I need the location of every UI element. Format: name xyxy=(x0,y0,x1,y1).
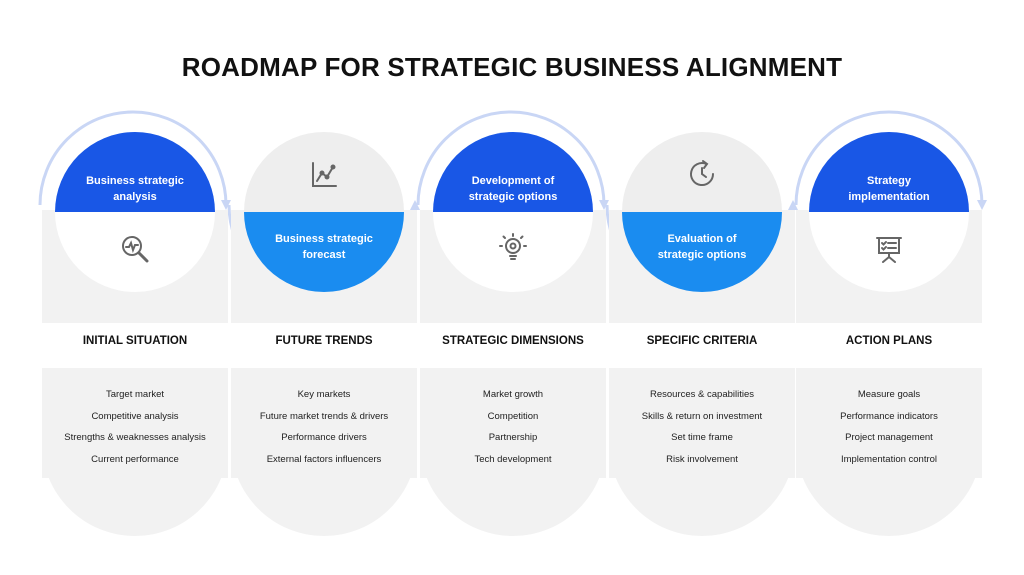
step-initial-situation: Business strategic analysis INITIAL SITU… xyxy=(42,120,228,540)
list-item: Competition xyxy=(487,410,539,422)
step-label-line1: Business strategic xyxy=(275,233,373,245)
icon-circle xyxy=(622,132,782,212)
category-label: ACTION PLANS xyxy=(845,335,933,347)
step-strategic-dimensions: Development of strategic options STRATEG… xyxy=(420,120,606,540)
page-title: ROADMAP FOR STRATEGIC BUSINESS ALIGNMENT xyxy=(181,52,843,82)
list-item: Skills & return on investment xyxy=(641,410,763,422)
items-panel-arc xyxy=(231,383,417,536)
item-list: Key markets Future market trends & drive… xyxy=(231,388,417,474)
list-item: Project management xyxy=(845,432,933,443)
step-label-line1: Business strategic xyxy=(86,175,184,187)
list-item: Current performance xyxy=(91,453,179,465)
list-item: Implementation control xyxy=(840,453,938,465)
step-label-line2: strategic options xyxy=(657,249,747,261)
items-panel-arc xyxy=(420,383,606,536)
items-panel-arc xyxy=(609,383,795,536)
list-item: Market growth xyxy=(482,389,544,400)
list-item: Risk involvement xyxy=(666,453,738,465)
list-item: Partnership xyxy=(488,432,538,443)
step-label-line1: Development of xyxy=(471,175,555,187)
step-future-trends: Business strategic forecast FUTURE TREND… xyxy=(231,120,417,540)
category-label: STRATEGIC DIMENSIONS xyxy=(442,335,584,347)
icon-circle xyxy=(244,132,404,212)
list-item: Set time frame xyxy=(671,432,733,443)
list-item: Resources & capabilities xyxy=(649,389,755,400)
item-list: Measure goals Performance indicators Pro… xyxy=(796,388,982,474)
step-label-shape: Strategy implementation xyxy=(809,132,969,212)
presentation-board-icon xyxy=(873,233,905,265)
list-item: Key markets xyxy=(297,389,351,400)
category-label: INITIAL SITUATION xyxy=(82,335,188,347)
list-item: Measure goals xyxy=(857,389,921,400)
list-item: Tech development xyxy=(474,453,552,465)
step-label-line1: Strategy xyxy=(866,175,912,187)
line-chart-icon xyxy=(308,159,340,191)
magnifier-chart-icon xyxy=(119,233,151,265)
list-item: Competitive analysis xyxy=(91,410,179,422)
items-panel-arc xyxy=(796,383,982,536)
list-item: Performance indicators xyxy=(840,410,938,422)
category-label: SPECIFIC CRITERIA xyxy=(646,335,758,347)
list-item: Strengths & weaknesses analysis xyxy=(64,432,206,443)
list-item: External factors influencers xyxy=(266,453,382,465)
step-label-shape: Business strategic analysis xyxy=(55,132,215,212)
items-panel-arc xyxy=(42,383,228,536)
lightbulb-gear-icon xyxy=(497,232,529,264)
step-label-shape: Development of strategic options xyxy=(433,132,593,212)
list-item: Target market xyxy=(105,389,165,400)
step-action-plans: Strategy implementation ACTION PLANS Mea… xyxy=(796,120,982,540)
step-label-line1: Evaluation of xyxy=(667,233,737,245)
step-label-line2: implementation xyxy=(848,191,930,203)
list-item: Future market trends & drivers xyxy=(259,410,389,422)
item-list: Target market Competitive analysis Stren… xyxy=(42,388,228,474)
item-list: Market growth Competition Partnership Te… xyxy=(420,388,606,474)
step-label-line2: strategic options xyxy=(468,191,558,203)
list-item: Performance drivers xyxy=(281,432,367,443)
step-label-line2: forecast xyxy=(302,249,346,261)
clock-refresh-icon xyxy=(686,158,718,190)
item-list: Resources & capabilities Skills & return… xyxy=(609,388,795,474)
step-specific-criteria: Evaluation of strategic options SPECIFIC… xyxy=(609,120,795,540)
step-label-line2: analysis xyxy=(113,191,157,203)
category-label: FUTURE TRENDS xyxy=(275,335,373,347)
